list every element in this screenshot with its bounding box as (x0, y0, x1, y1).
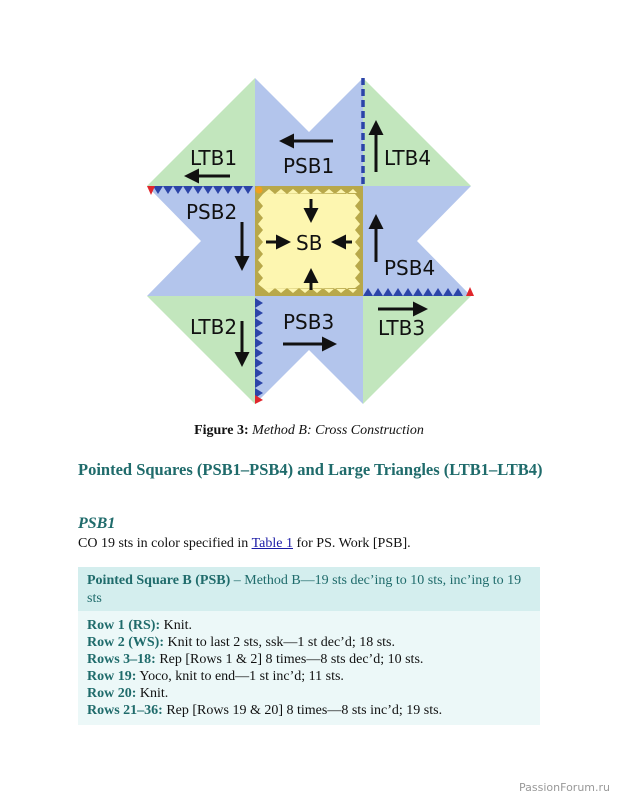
label-psb1: PSB1 (283, 154, 334, 178)
label-psb3: PSB3 (283, 310, 334, 334)
ltb1-triangle (147, 78, 255, 186)
label-psb2: PSB2 (186, 200, 237, 224)
row-label: Rows 3–18: (87, 652, 156, 667)
psb3-shape (255, 296, 363, 404)
pattern-row: Rows 21–36: Rep [Rows 19 & 20] 8 times—8… (87, 702, 531, 719)
pattern-box-title: Pointed Square B (PSB) (87, 573, 231, 588)
red-tick (147, 186, 155, 195)
intro-after: for PS. Work [PSB]. (292, 536, 411, 551)
label-psb4: PSB4 (384, 256, 435, 280)
row-label: Row 20: (87, 686, 137, 701)
pattern-box-header: Pointed Square B (PSB) – Method B—19 sts… (78, 567, 540, 611)
large-triangles (147, 78, 471, 404)
ltb2-triangle (147, 296, 255, 404)
watermark: PassionForum.ru (519, 781, 610, 794)
corner-dot (255, 186, 263, 194)
seam-markings (147, 78, 474, 404)
label-ltb1: LTB1 (190, 146, 237, 170)
pattern-row: Rows 3–18: Rep [Rows 1 & 2] 8 times—8 st… (87, 651, 531, 668)
row-label: Row 19: (87, 669, 137, 684)
section-heading: Pointed Squares (PSB1–PSB4) and Large Tr… (78, 460, 543, 479)
row-text: Rep [Rows 19 & 20] 8 times—8 sts inc’d; … (162, 703, 443, 718)
pointed-squares (147, 78, 471, 404)
red-tick (466, 287, 474, 296)
intro-before: CO 19 sts in color specified in (78, 536, 252, 551)
table-1-link[interactable]: Table 1 (251, 536, 293, 551)
direction-arrows (184, 120, 428, 367)
pattern-row: Row 2 (WS): Knit to last 2 sts, ssk—1 st… (87, 634, 531, 651)
caption-prefix: Figure 3: (194, 423, 249, 438)
pattern-row: Row 19: Yoco, knit to end—1 st inc’d; 11… (87, 668, 531, 685)
figure-labels: LTB1 PSB1 LTB4 PSB2 SB PSB4 LTB2 PSB3 LT… (186, 146, 435, 340)
cross-construction-figure: LTB1 PSB1 LTB4 PSB2 SB PSB4 LTB2 PSB3 LT… (147, 78, 474, 404)
psb1-shape (255, 78, 363, 186)
row-text: Yoco, knit to end—1 st inc’d; 11 sts. (136, 669, 344, 684)
row-label: Rows 21–36: (87, 703, 163, 718)
subsection-heading: PSB1 (78, 515, 116, 532)
pattern-row: Row 20: Knit. (87, 685, 531, 702)
psb4-shape (363, 186, 471, 296)
label-ltb3: LTB3 (378, 316, 425, 340)
label-sb: SB (296, 231, 322, 255)
pattern-row: Row 1 (RS): Knit. (87, 617, 531, 634)
ltb3-triangle (363, 296, 471, 404)
row-text: Rep [Rows 1 & 2] 8 times—8 sts dec’d; 10… (155, 652, 424, 667)
label-ltb4: LTB4 (384, 146, 431, 170)
caption-text: Method B: Cross Construction (252, 423, 424, 438)
label-ltb2: LTB2 (190, 315, 237, 339)
row-label: Row 1 (RS): (87, 618, 161, 633)
row-text: Knit. (160, 618, 192, 633)
row-text: Knit to last 2 sts, ssk—1 st dec’d; 18 s… (164, 635, 396, 650)
psb2-shape (147, 186, 255, 296)
pattern-box-description: – Method B—19 sts dec’ing to 10 sts, inc… (87, 573, 522, 606)
figure-caption: Figure 3: Method B: Cross Construction (0, 423, 618, 439)
row-text: Knit. (136, 686, 169, 701)
row-label: Row 2 (WS): (87, 635, 164, 650)
ltb4-triangle (363, 78, 471, 186)
red-tick (255, 395, 263, 404)
pattern-box-body: Row 1 (RS): Knit. Row 2 (WS): Knit to la… (78, 611, 540, 725)
intro-paragraph: CO 19 sts in color specified in Table 1 … (78, 536, 411, 552)
